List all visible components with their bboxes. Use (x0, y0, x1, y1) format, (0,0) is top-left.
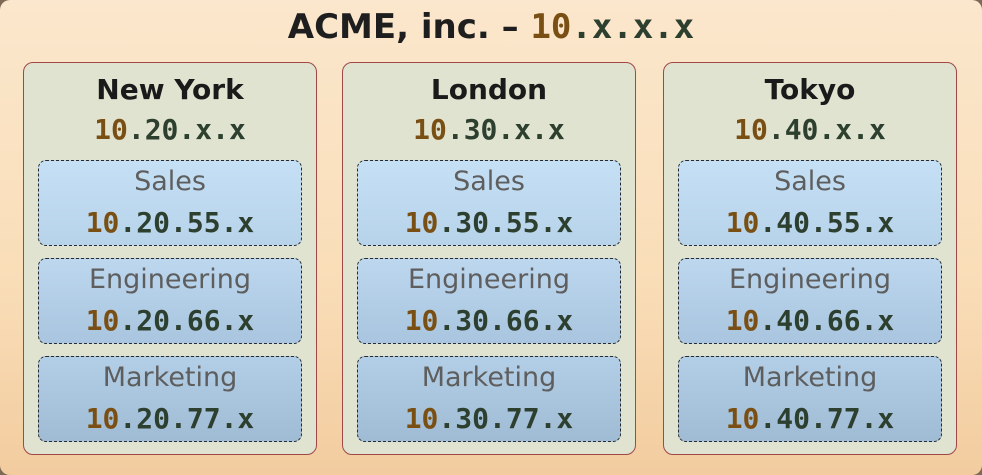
site-network: 10.20.x.x (24, 113, 316, 147)
department-network-suffix: .40.55.x (759, 206, 895, 239)
org-name: ACME, inc. – (287, 7, 531, 47)
department-network-suffix: .30.66.x (438, 304, 574, 337)
department-sales: Sales 10.30.55.x (357, 160, 621, 246)
department-network-prefix: 10 (725, 206, 760, 239)
site-name: London (430, 73, 548, 106)
department-network-prefix: 10 (404, 402, 439, 435)
department-sales: Sales 10.40.55.x (678, 160, 942, 246)
department-marketing: Marketing 10.30.77.x (357, 356, 621, 442)
site-network-suffix: .40.x.x (767, 113, 886, 146)
department-name: Engineering (408, 264, 570, 295)
department-name: Engineering (89, 264, 251, 295)
site-network-suffix: .20.x.x (127, 113, 246, 146)
department-network: 10.40.55.x (679, 205, 941, 241)
site-name: Tokyo (764, 73, 856, 106)
department-network-suffix: .20.77.x (119, 402, 255, 435)
department-network-suffix: .40.66.x (759, 304, 895, 337)
department-network: 10.40.77.x (679, 401, 941, 437)
site-name: New York (96, 73, 244, 106)
department-network-prefix: 10 (404, 206, 439, 239)
department-network: 10.20.77.x (39, 401, 301, 437)
department-network: 10.30.66.x (358, 303, 620, 339)
site-network-suffix: .30.x.x (446, 113, 565, 146)
site-network-prefix: 10 (734, 113, 768, 146)
site-network-prefix: 10 (413, 113, 447, 146)
department-name: Sales (134, 166, 206, 197)
department-network: 10.40.66.x (679, 303, 941, 339)
department-network-suffix: .20.55.x (119, 206, 255, 239)
site-network-prefix: 10 (94, 113, 128, 146)
department-network-suffix: .30.77.x (438, 402, 574, 435)
department-marketing: Marketing 10.40.77.x (678, 356, 942, 442)
department-network-suffix: .30.55.x (438, 206, 574, 239)
diagram-title: ACME, inc. – 10.x.x.x (0, 6, 982, 48)
department-name: Sales (774, 166, 846, 197)
department-network: 10.30.77.x (358, 401, 620, 437)
department-network: 10.30.55.x (358, 205, 620, 241)
org-network-prefix: 10 (530, 7, 572, 47)
site-network: 10.40.x.x (664, 113, 956, 147)
department-engineering: Engineering 10.30.66.x (357, 258, 621, 344)
department-name: Marketing (742, 362, 878, 393)
department-network-prefix: 10 (85, 304, 120, 337)
department-network-prefix: 10 (85, 206, 120, 239)
site-tokyo: Tokyo 10.40.x.x Sales 10.40.55.x Enginee… (663, 62, 957, 455)
department-network-prefix: 10 (85, 402, 120, 435)
department-name: Engineering (729, 264, 891, 295)
department-network-suffix: .40.77.x (759, 402, 895, 435)
site-network: 10.30.x.x (343, 113, 635, 147)
department-network: 10.20.55.x (39, 205, 301, 241)
department-name: Marketing (421, 362, 557, 393)
department-sales: Sales 10.20.55.x (38, 160, 302, 246)
department-network-prefix: 10 (404, 304, 439, 337)
org-network: 10.x.x.x (530, 7, 694, 47)
org-network-suffix: .x.x.x (571, 7, 695, 47)
department-engineering: Engineering 10.20.66.x (38, 258, 302, 344)
department-network-prefix: 10 (725, 402, 760, 435)
department-network: 10.20.66.x (39, 303, 301, 339)
site-london: London 10.30.x.x Sales 10.30.55.x Engine… (342, 62, 636, 455)
department-name: Sales (453, 166, 525, 197)
site-new-york: New York 10.20.x.x Sales 10.20.55.x Engi… (23, 62, 317, 455)
department-name: Marketing (102, 362, 238, 393)
department-network-prefix: 10 (725, 304, 760, 337)
department-network-suffix: .20.66.x (119, 304, 255, 337)
department-engineering: Engineering 10.40.66.x (678, 258, 942, 344)
department-marketing: Marketing 10.20.77.x (38, 356, 302, 442)
